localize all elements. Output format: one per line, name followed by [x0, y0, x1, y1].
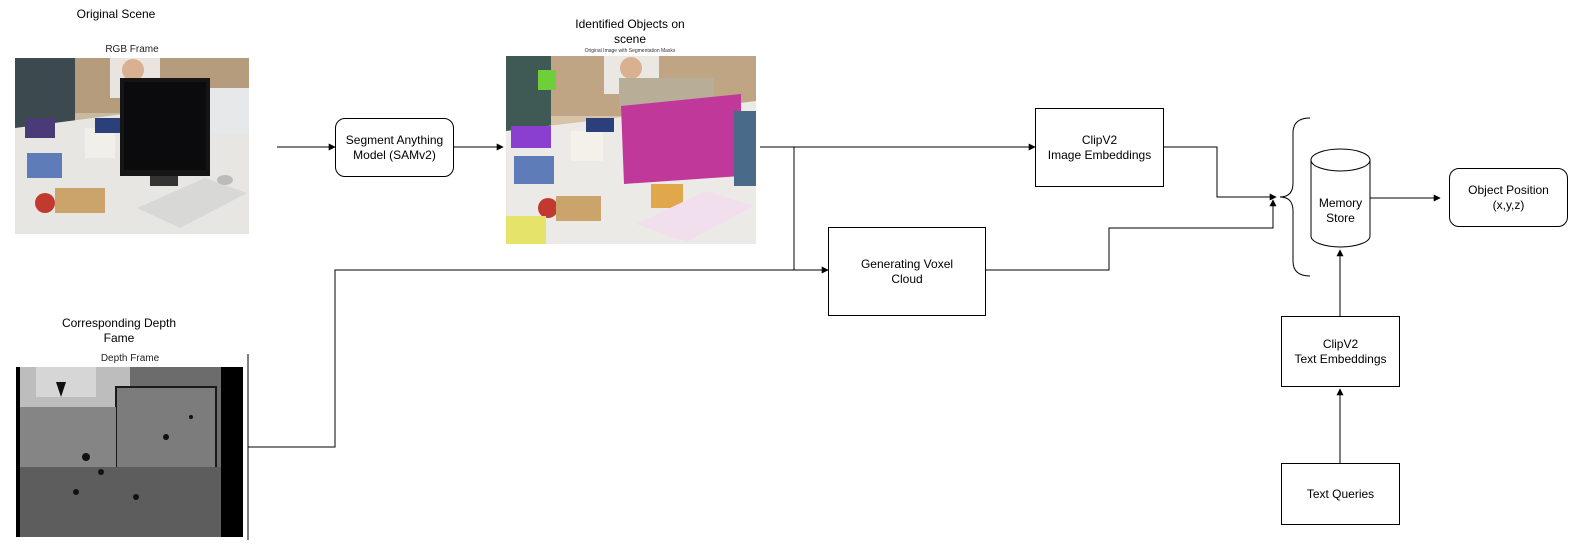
object-position-node: Object Position (x,y,z) [1449, 168, 1568, 227]
rgb-heading: Original Scene [76, 7, 156, 21]
voxel-node-label: Generating Voxel Cloud [860, 256, 954, 286]
memory-store-label: Memory Store [1318, 196, 1363, 225]
depth-caption: Depth Frame [100, 353, 160, 364]
clip-text-node: ClipV2 Text Embeddings [1281, 316, 1400, 387]
rgb-caption: RGB Frame [105, 44, 159, 55]
sam-node: Segment Anything Model (SAMv2) [335, 118, 454, 177]
text-queries-node-label: Text Queries [1306, 486, 1375, 501]
segmented-heading: Identified Objects on scene [575, 17, 685, 46]
segmented-caption: Original Image with Segmentation Masks [584, 48, 676, 54]
segmented-frame-image [506, 56, 756, 244]
clip-text-node-label: ClipV2 Text Embeddings [1294, 336, 1387, 366]
depth-frame-image [16, 367, 243, 537]
clip-image-node-label: ClipV2 Image Embeddings [1047, 132, 1152, 162]
sam-node-label: Segment Anything Model (SAMv2) [345, 132, 444, 162]
depth-heading: Corresponding Depth Fame [61, 316, 177, 345]
rgb-frame-image [15, 58, 249, 234]
clip-image-node: ClipV2 Image Embeddings [1035, 108, 1164, 187]
voxel-node: Generating Voxel Cloud [828, 227, 986, 316]
memory-store-cylinder [1310, 148, 1371, 248]
object-position-node-label: Object Position (x,y,z) [1468, 182, 1549, 212]
text-queries-node: Text Queries [1281, 463, 1400, 525]
